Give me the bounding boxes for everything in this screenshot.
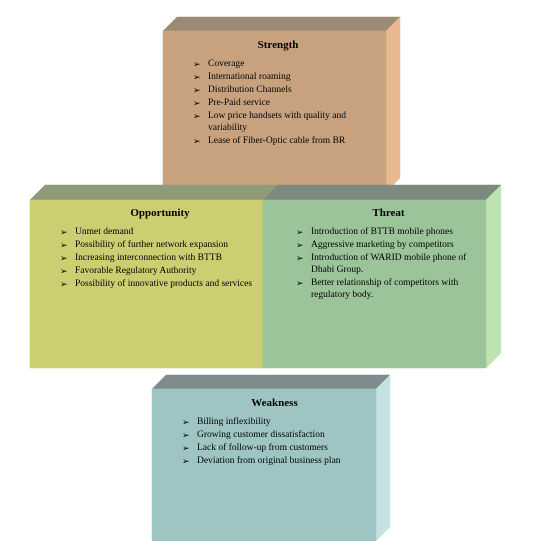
strength-side-face — [385, 16, 401, 193]
threat-top-face — [262, 184, 502, 201]
arrow-bullet-icon: ➢ — [182, 417, 190, 427]
arrow-bullet-icon: ➢ — [296, 227, 304, 237]
opportunity-title: Opportunity — [130, 207, 190, 219]
list-item-text: Possibility of innovative products and s… — [75, 279, 253, 289]
opportunity-box: Opportunity ➢ Unmet demand ➢ Possibility of… — [29, 184, 281, 369]
weakness-box: Weakness ➢ Billing inflexibility ➢ Growing … — [151, 374, 391, 541]
list-item-text: Better relationship of competitors with … — [311, 278, 459, 300]
strength-content: Strength ➢ Coverage ➢ International roaming… — [193, 39, 363, 148]
list-item-text: Favorable Regulatory Authority — [75, 266, 197, 276]
weakness-side-face — [375, 374, 391, 541]
weakness-title: Weakness — [251, 397, 298, 409]
list-item-text: Pre-Paid service — [208, 98, 270, 108]
threat-title: Threat — [372, 207, 405, 219]
arrow-bullet-icon: ➢ — [182, 456, 190, 466]
list-item-text: Possibility of further network expansion — [75, 240, 229, 250]
strength-shape — [162, 16, 401, 193]
arrow-bullet-icon: ➢ — [296, 253, 304, 263]
list-item: ➢ Lease of Fiber-Optic cable from BR — [193, 135, 363, 147]
arrow-bullet-icon: ➢ — [193, 136, 201, 146]
arrow-bullet-icon: ➢ — [296, 278, 304, 288]
arrow-bullet-icon: ➢ — [182, 443, 190, 453]
threat-shape — [262, 184, 502, 369]
list-item-text: Aggressive marketing by competitors — [311, 240, 454, 250]
list-item: ➢ Increasing interconnection with BTTB — [60, 252, 260, 264]
opportunity-front-face — [29, 199, 266, 369]
threat-list: ➢ Introduction of BTTB mobile phones ➢ Aggr… — [296, 226, 481, 301]
threat-side-face — [485, 184, 502, 369]
list-item-text: Introduction of BTTB mobile phones — [311, 227, 453, 237]
list-item: ➢ Better relationship of competitors with… — [296, 277, 481, 301]
list-item-text: Coverage — [208, 59, 245, 69]
weakness-shape — [151, 374, 391, 541]
list-item-text: Billing inflexibility — [197, 417, 271, 427]
arrow-bullet-icon: ➢ — [193, 72, 201, 82]
list-item: ➢ Unmet demand — [60, 226, 260, 238]
list-item: ➢ Pre-Paid service — [193, 97, 363, 109]
arrow-bullet-icon: ➢ — [193, 111, 201, 121]
list-item: ➢ Lack of follow-up from customers — [182, 442, 367, 454]
list-item: ➢ International roaming — [193, 71, 363, 83]
arrow-bullet-icon: ➢ — [60, 266, 68, 276]
arrow-bullet-icon: ➢ — [60, 227, 68, 237]
weakness-content: Weakness ➢ Billing inflexibility ➢ Growing … — [182, 397, 367, 468]
list-item-text: Lease of Fiber-Optic cable from BR — [208, 136, 346, 146]
weakness-top-face — [151, 374, 391, 390]
opportunity-content: Opportunity ➢ Unmet demand ➢ Possibility of… — [60, 207, 260, 291]
strength-front-face — [162, 30, 387, 193]
list-item: ➢ Deviation from original business plan — [182, 455, 367, 467]
opportunity-list: ➢ Unmet demand ➢ Possibility of further net… — [60, 226, 260, 290]
strength-title: Strength — [257, 39, 299, 51]
weakness-front-face — [151, 388, 377, 541]
list-item-text: Unmet demand — [75, 227, 134, 237]
list-item: ➢ Billing inflexibility — [182, 416, 367, 428]
list-item-text: Introduction of WARID mobile phone of Dh… — [311, 253, 467, 275]
arrow-bullet-icon: ➢ — [60, 279, 68, 289]
arrow-bullet-icon: ➢ — [60, 240, 68, 250]
list-item: ➢ Introduction of WARID mobile phone of D… — [296, 252, 481, 276]
list-item-text: Low price handsets with quality and vari… — [208, 111, 346, 133]
list-item: ➢ Aggressive marketing by competitors — [296, 239, 481, 251]
list-item-text: Growing customer dissatisfaction — [197, 430, 325, 440]
list-item-text: Deviation from original business plan — [197, 456, 341, 466]
strength-list: ➢ Coverage ➢ International roaming ➢ Distribu… — [193, 58, 363, 147]
list-item-text: International roaming — [208, 72, 291, 82]
strength-box: Strength ➢ Coverage ➢ International roaming… — [162, 16, 401, 193]
arrow-bullet-icon: ➢ — [193, 85, 201, 95]
weakness-list: ➢ Billing inflexibility ➢ Growing customer … — [182, 416, 367, 467]
opportunity-top-face — [29, 184, 281, 201]
list-item-text: Increasing interconnection with BTTB — [75, 253, 222, 263]
list-item: ➢ Favorable Regulatory Authority — [60, 265, 260, 277]
arrow-bullet-icon: ➢ — [182, 430, 190, 440]
list-item: ➢ Introduction of BTTB mobile phones — [296, 226, 481, 238]
list-item: ➢ Possibility of further network expansio… — [60, 239, 260, 251]
list-item: ➢ Coverage — [193, 58, 363, 70]
list-item: ➢ Growing customer dissatisfaction — [182, 429, 367, 441]
threat-content: Threat ➢ Introduction of BTTB mobile phon… — [296, 207, 481, 302]
arrow-bullet-icon: ➢ — [60, 253, 68, 263]
list-item: ➢ Low price handsets with quality and var… — [193, 110, 363, 134]
list-item-text: Lack of follow-up from customers — [197, 443, 328, 453]
strength-top-face — [162, 16, 401, 32]
threat-front-face — [262, 199, 487, 369]
list-item-text: Distribution Channels — [208, 85, 292, 95]
list-item: ➢ Possibility of innovative products and … — [60, 278, 260, 290]
arrow-bullet-icon: ➢ — [193, 98, 201, 108]
list-item: ➢ Distribution Channels — [193, 84, 363, 96]
threat-box: Threat ➢ Introduction of BTTB mobile phon… — [262, 184, 502, 369]
arrow-bullet-icon: ➢ — [193, 59, 201, 69]
arrow-bullet-icon: ➢ — [296, 240, 304, 250]
